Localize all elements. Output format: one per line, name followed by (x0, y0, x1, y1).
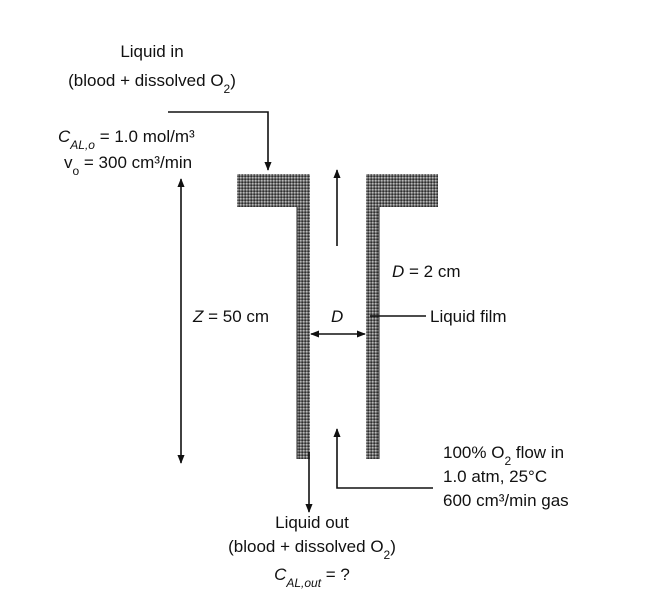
liquid-in-label: Liquid in (120, 42, 183, 61)
gas-in-arrow (333, 428, 433, 489)
left-wall (297, 207, 310, 459)
liquid-out-composition: (blood + dissolved O2) (228, 537, 396, 562)
length-value: Z = 50 cm (192, 307, 269, 326)
left-top-block (237, 174, 310, 207)
right-wall (366, 207, 379, 459)
diameter-value: D = 2 cm (392, 262, 461, 281)
arrows (168, 111, 433, 513)
gas-flow-label: 100% O2 flow in (443, 443, 564, 468)
inlet-flow-rate: vo = 300 cm³/min (64, 153, 192, 178)
liquid-out-label: Liquid out (275, 513, 349, 532)
column (237, 174, 438, 459)
liquid-in-composition: (blood + dissolved O2) (68, 71, 236, 96)
diameter-marker: D (331, 307, 343, 326)
inlet-concentration: CAL,o = 1.0 mol/m³ (58, 127, 195, 152)
outlet-concentration: CAL,out = ? (274, 565, 350, 590)
liquid-film-label: Liquid film (430, 307, 507, 326)
liquid-in-arrow (168, 111, 272, 171)
right-top-block (366, 174, 438, 207)
gas-conditions: 1.0 atm, 25°C (443, 467, 547, 486)
gas-flow-rate: 600 cm³/min gas (443, 491, 569, 510)
